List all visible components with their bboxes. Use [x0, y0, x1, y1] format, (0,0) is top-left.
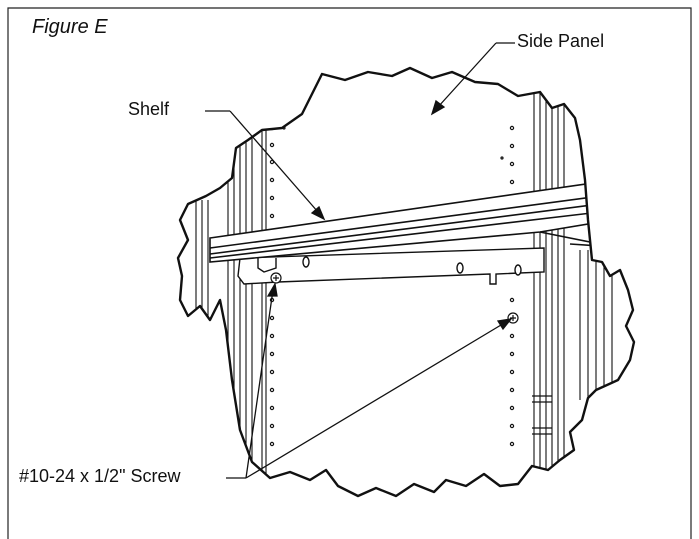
right-panel-ribs: [533, 80, 613, 496]
figure-title: Figure E: [32, 16, 108, 38]
side-panel-label: Side Panel: [517, 31, 605, 51]
shelf-flange: [237, 247, 545, 285]
left-panel-ribs: [195, 120, 267, 496]
cutaway-outline: [176, 66, 636, 498]
lower-brackets: [532, 395, 552, 435]
screw-label: #10-24 x 1/2" Screw: [19, 466, 181, 486]
shelf-bar: [209, 181, 601, 263]
leader-lines: [205, 42, 515, 479]
screw-left: [270, 272, 282, 284]
shelf-label: Shelf: [128, 99, 170, 119]
figure-frame: [7, 7, 692, 539]
